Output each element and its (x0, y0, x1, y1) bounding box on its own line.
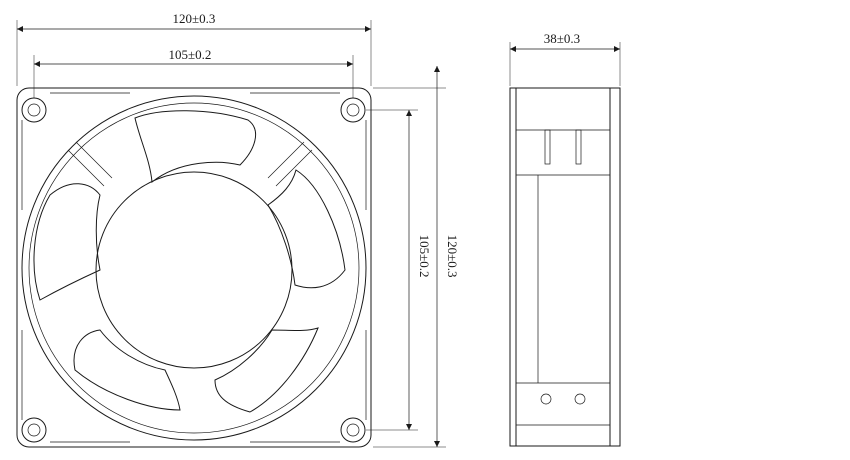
overall-width-label: 120±0.3 (173, 11, 216, 26)
mounting-hole-top-left (21, 97, 47, 123)
fan-blade (267, 169, 346, 289)
front-view: 120±0.3 105±0.2 105±0.2 120±0.3 (16, 11, 460, 448)
dimension-hole-spacing-width: 105±0.2 (33, 47, 354, 98)
strut-upper-right (267, 141, 313, 187)
dimension-depth: 38±0.3 (509, 31, 621, 86)
dimension-hole-spacing-height: 105±0.2 (366, 109, 432, 431)
fan-blade (134, 110, 257, 183)
terminal-pin (575, 129, 582, 165)
dimension-overall-height: 120±0.3 (373, 66, 460, 448)
fan-blade (214, 327, 319, 413)
motor-hub (95, 171, 293, 369)
side-inner-housing (516, 129, 610, 426)
frame-edge-detail (21, 92, 367, 443)
hole-spacing-width-label: 105±0.2 (169, 47, 212, 62)
side-hole (574, 393, 586, 405)
venturi-inner-ring (28, 102, 360, 434)
mounting-hole-bottom-right (340, 417, 366, 443)
frame-outline (16, 87, 372, 448)
side-view: 38±0.3 (509, 31, 621, 447)
venturi-outer-ring (21, 95, 367, 441)
terminal-pin (544, 129, 551, 165)
strut-upper-left (67, 141, 113, 187)
side-body-outline (509, 87, 621, 447)
overall-height-label: 120±0.3 (445, 235, 460, 278)
hole-spacing-height-label: 105±0.2 (417, 235, 432, 278)
fan-blade (73, 329, 181, 411)
mounting-hole-bottom-left (21, 417, 47, 443)
depth-label: 38±0.3 (544, 31, 580, 46)
fan-blade (33, 183, 101, 301)
side-hole (540, 393, 552, 405)
dimension-overall-width: 120±0.3 (16, 11, 372, 86)
mounting-hole-top-right (340, 97, 366, 123)
